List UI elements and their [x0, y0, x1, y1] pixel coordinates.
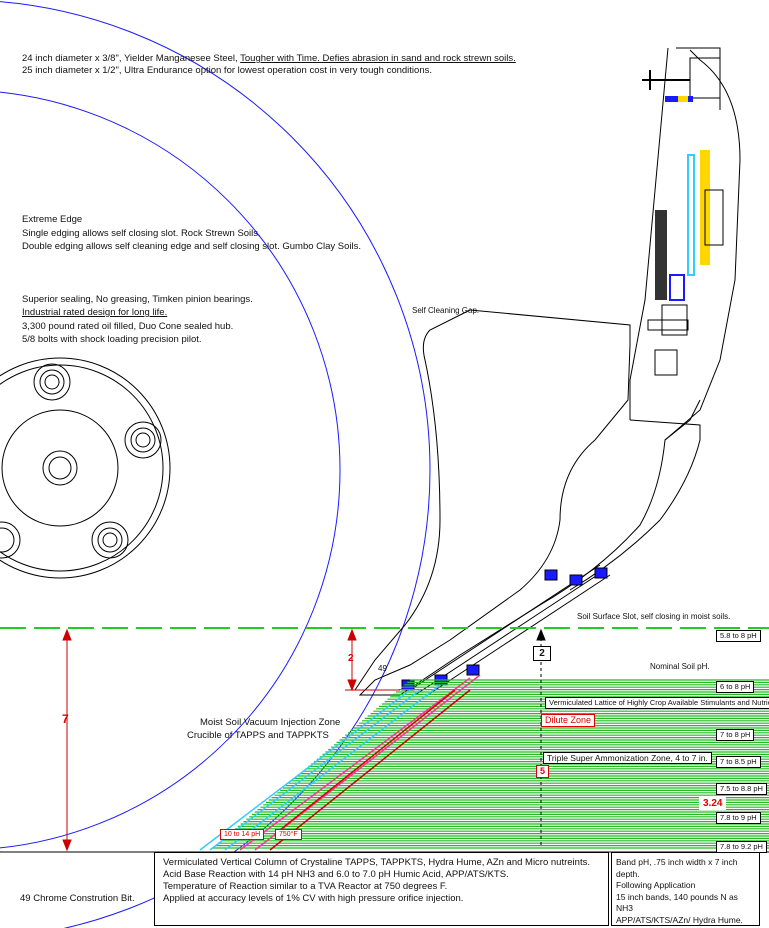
self-cleaning-gap-label: Self Cleaning Gap.: [412, 306, 480, 315]
depth-total-label: 7: [62, 712, 69, 726]
bottom-left-line-2: Acid Base Reaction with 14 pH NH3 and 6.…: [163, 869, 509, 880]
depth-2-box: 2: [533, 646, 551, 661]
hub-bolt: [33, 363, 71, 401]
lattice-label: Vermiculated Lattice of Highly Crop Avai…: [545, 697, 769, 709]
nozzle: [466, 664, 480, 676]
header-line-2: 25 inch diameter x 1/2", Ultra Endurance…: [22, 65, 432, 76]
hub-assembly: [0, 357, 171, 579]
edge-notes-line-2: Double edging allows self cleaning edge …: [22, 241, 362, 252]
top-mechanism: [642, 57, 724, 376]
ph-tag: 6 to 8 pH: [716, 681, 755, 693]
bottom-left-line-1: Vermiculated Vertical Column of Crystali…: [163, 857, 590, 868]
bearing-notes-line-1: Superior sealing, No greasing, Timken pi…: [22, 294, 253, 305]
slot-wedge: [199, 674, 481, 851]
dimension-7: [62, 628, 72, 852]
dimension-2-left: [345, 628, 400, 692]
chrome-bit-label: 49 Chrome Constrution Bit.: [20, 893, 135, 904]
nozzle: [594, 567, 608, 579]
dimension-2-right: [536, 628, 546, 848]
nozzle: [544, 569, 558, 581]
ph-tag: 7 to 8 pH: [716, 729, 755, 741]
disc-outer-circle: [0, 1, 431, 928]
header-line-1-b: Tougher with Time. Defies abrasion in sa…: [240, 53, 516, 64]
ph-tag: 7.5 to 8.8 pH: [716, 783, 767, 795]
moist-zone-label-1: Moist Soil Vacuum Injection Zone: [200, 717, 341, 728]
bearing-notes-line-4: 5/8 bolts with shock loading precision p…: [22, 334, 202, 345]
soil-surface-slot-label: Soil Surface Slot, self closing in moist…: [577, 612, 731, 621]
ph-tag: 7.8 to 9 pH: [716, 812, 761, 824]
ph-10-14-label: 10 to 14 pH: [220, 829, 265, 840]
bearing-notes-line-3: 3,300 pound rated oil filled, Duo Cone s…: [22, 321, 234, 332]
hub-bolt: [0, 521, 21, 559]
nominal-soil-ph-label: Nominal Soil pH.: [650, 662, 710, 671]
ph-tag: 7 to 8.5 pH: [716, 756, 761, 768]
edge-notes-title: Extreme Edge: [22, 214, 83, 225]
bottom-right-line-1: Band pH, .75 inch width x 7 inch depth.: [616, 857, 738, 879]
marker-5: 5: [536, 765, 550, 778]
moist-zone-label-2: Crucible of TAPPS and TAPPKTS: [187, 730, 329, 741]
bottom-right-line-3: 15 inch bands, 140 pounds N as NH3: [616, 891, 738, 914]
hub-bolt: [91, 521, 129, 559]
bottom-left-box: Vermiculated Vertical Column of Crystali…: [154, 852, 609, 926]
hub-bolt: [124, 421, 162, 459]
bottom-left-line-4: Applied at accuracy levels of 1% CV with…: [163, 893, 464, 904]
bottom-right-line-2: Following Application: [616, 880, 696, 890]
bottom-right-line-4: APP/ATS/KTS/AZn/ Hydra Hume.: [616, 914, 743, 925]
dilute-zone-label: Dilute Zone: [541, 714, 596, 727]
depth-2-left-label: 2: [348, 653, 354, 664]
bottom-left-line-3: Temperature of Reaction similar to a TVA…: [163, 881, 448, 892]
triple-super-label: Triple Super Ammonization Zone, 4 to 7 i…: [543, 752, 712, 764]
disc-inner-circle: [0, 91, 341, 849]
marker-324: 3.24: [699, 797, 727, 810]
nozzle: [569, 574, 583, 586]
header-line-1-a: 24 inch diameter x 3/8", Yielder Mangane…: [22, 53, 241, 64]
header-line-1: 24 inch diameter x 3/8", Yielder Mangane…: [22, 53, 516, 65]
bearing-notes-line-2: Industrial rated design for long life.: [22, 307, 168, 318]
temp-750-label: 750°F: [275, 829, 302, 840]
bottom-right-box: Band pH, .75 inch width x 7 inch depth. …: [611, 852, 760, 926]
edge-notes-line-1: Single edging allows self closing slot. …: [22, 228, 261, 239]
ph-tag: 5.8 to 8 pH: [716, 630, 761, 642]
shank-label-49: 49: [378, 664, 387, 673]
